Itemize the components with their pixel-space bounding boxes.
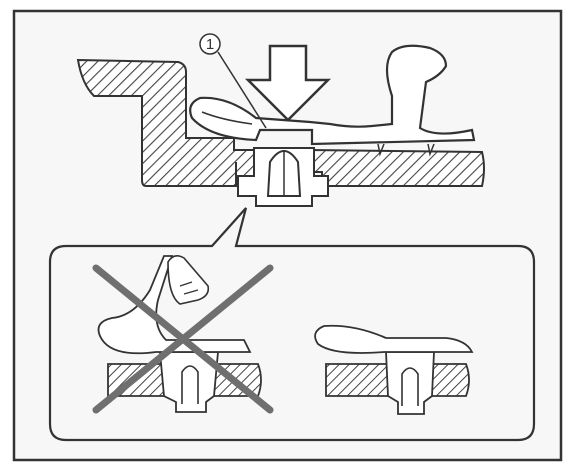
body-panel-flat: [309, 148, 485, 187]
cross-mark-line-2: [92, 264, 274, 414]
detail-bubble: [48, 207, 536, 442]
callout-number: 1: [206, 36, 214, 53]
main-view: 1: [76, 33, 485, 207]
incorrect-example: [92, 254, 274, 414]
callout-circle: [199, 33, 221, 55]
body-panel-step: [76, 58, 263, 187]
correct-example: [314, 324, 474, 415]
push-down-arrow-icon: [244, 44, 332, 122]
callout-leader-line: [217, 51, 267, 129]
lifted-molding: [97, 255, 252, 355]
seated-molding: [314, 324, 474, 354]
